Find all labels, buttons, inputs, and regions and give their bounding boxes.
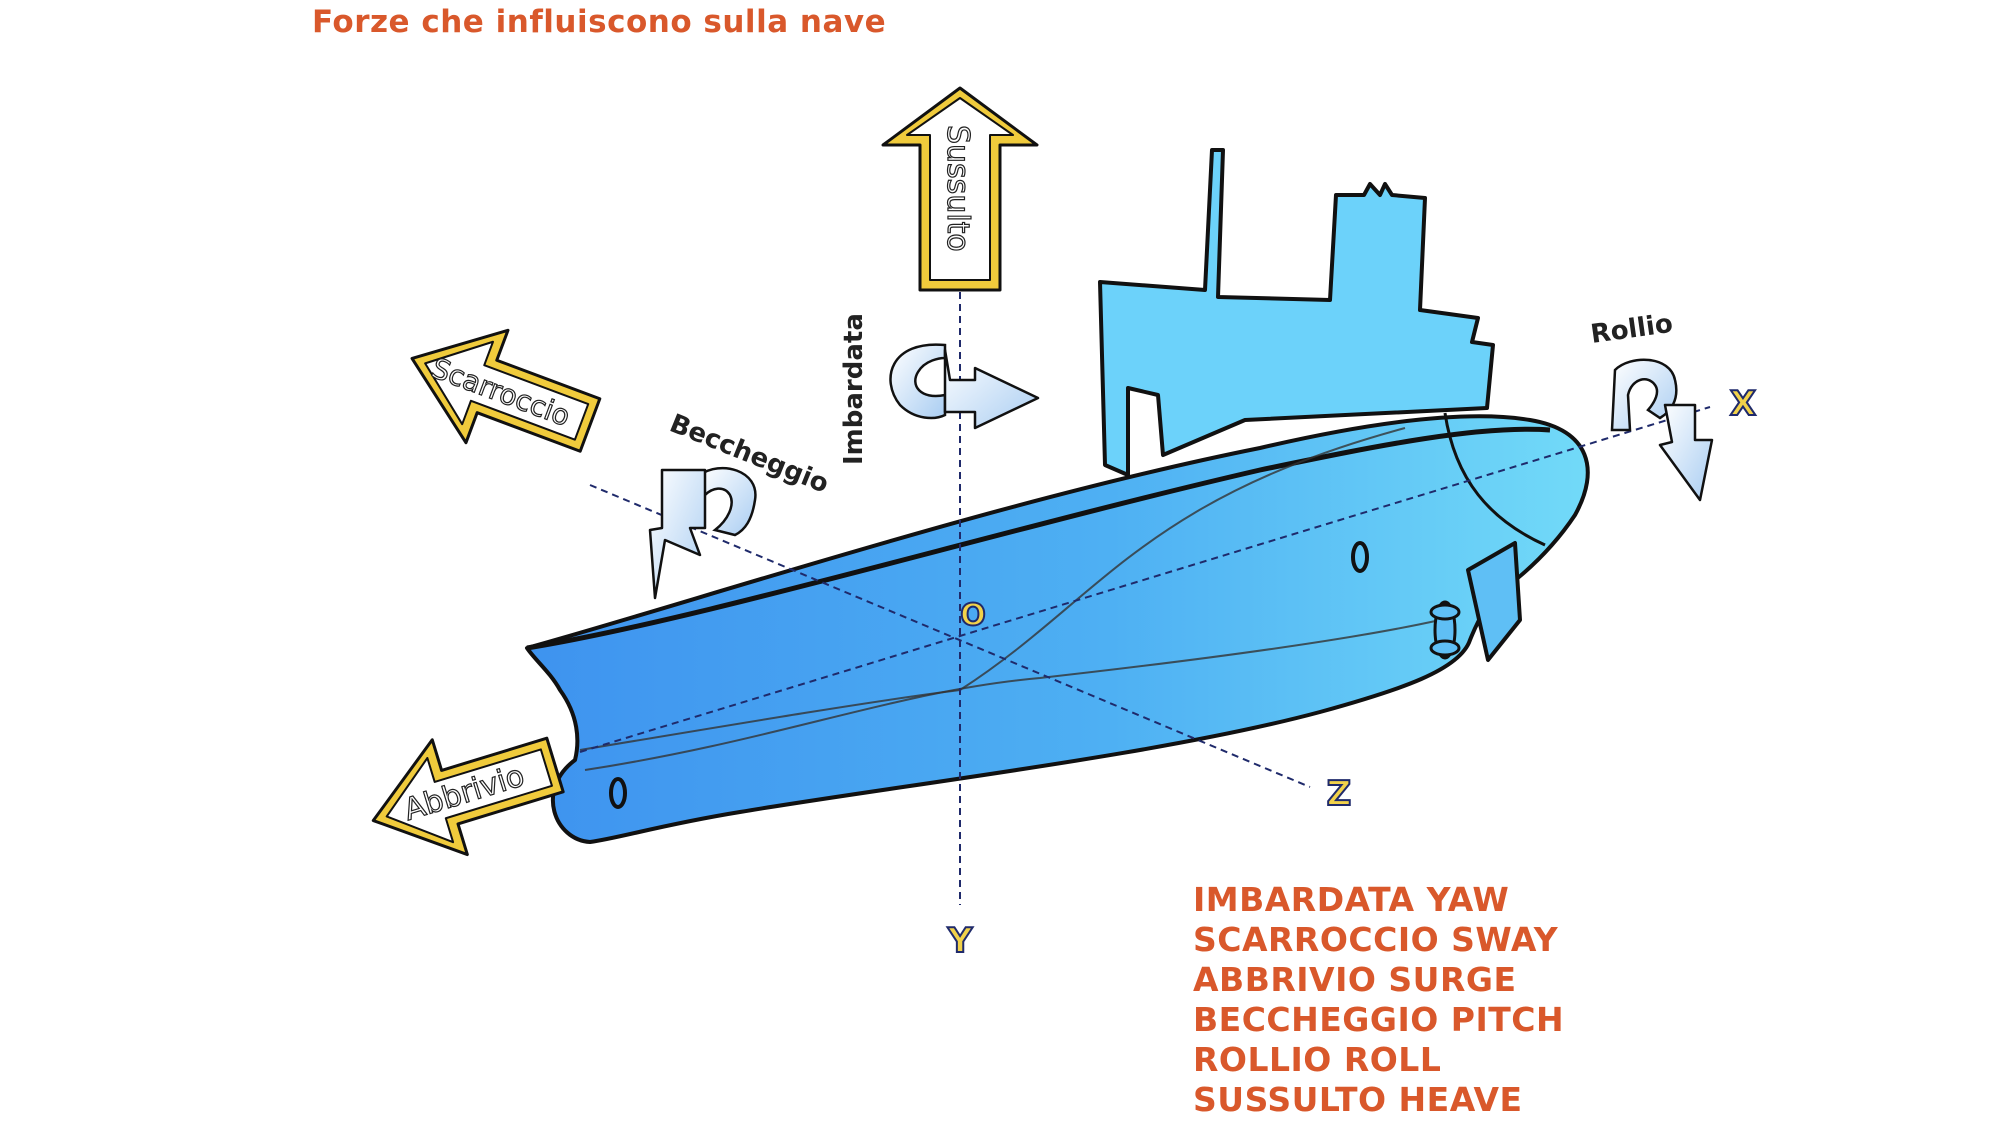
imbardata-label: Imbardata — [839, 313, 869, 465]
hull-keel-line — [584, 619, 1441, 771]
porthole-icon — [1351, 541, 1369, 573]
legend-item: IMBARDATA YAW — [1193, 880, 1510, 919]
sussulto-label: Sussulto — [940, 125, 975, 252]
rollio-label: Rollio — [1589, 309, 1675, 350]
axis-z-line — [589, 484, 1311, 788]
propeller — [1429, 600, 1461, 660]
legend-item: SCARROCCIO SWAY — [1193, 920, 1559, 959]
ship-superstructure — [1098, 148, 1495, 477]
hull-waterline — [579, 427, 1406, 751]
rollio-rotation-arrow — [1610, 358, 1714, 502]
axis-label-origin: O — [960, 598, 986, 633]
sussulto-arrow: Sussulto — [881, 86, 1039, 292]
imbardata-rotation-arrow — [889, 343, 1040, 430]
porthole-icon — [609, 777, 627, 809]
legend-item: ROLLIO ROLL — [1193, 1040, 1442, 1079]
axis-label-z: Z — [1327, 774, 1352, 814]
beccheggio-rotation-arrow — [648, 466, 757, 600]
rudder — [1466, 541, 1522, 662]
axis-x-line — [579, 406, 1711, 753]
bow-curve — [1443, 412, 1546, 547]
legend-item: SUSSULTO HEAVE — [1193, 1080, 1523, 1119]
legend-item: ABBRIVIO SURGE — [1193, 960, 1517, 999]
legend: IMBARDATA YAW SCARROCCIO SWAY ABBRIVIO S… — [1193, 880, 1564, 1120]
scarroccio-arrow: Scarroccio — [410, 328, 602, 453]
axis-label-y: Y — [947, 921, 973, 961]
legend-item: BECCHEGGIO PITCH — [1193, 1000, 1565, 1039]
page-title: Forze che influiscono sulla nave — [312, 4, 887, 40]
ship-hull — [525, 414, 1590, 844]
axis-label-x: X — [1730, 384, 1756, 424]
abbrivio-arrow: Abbrivio — [371, 736, 565, 857]
